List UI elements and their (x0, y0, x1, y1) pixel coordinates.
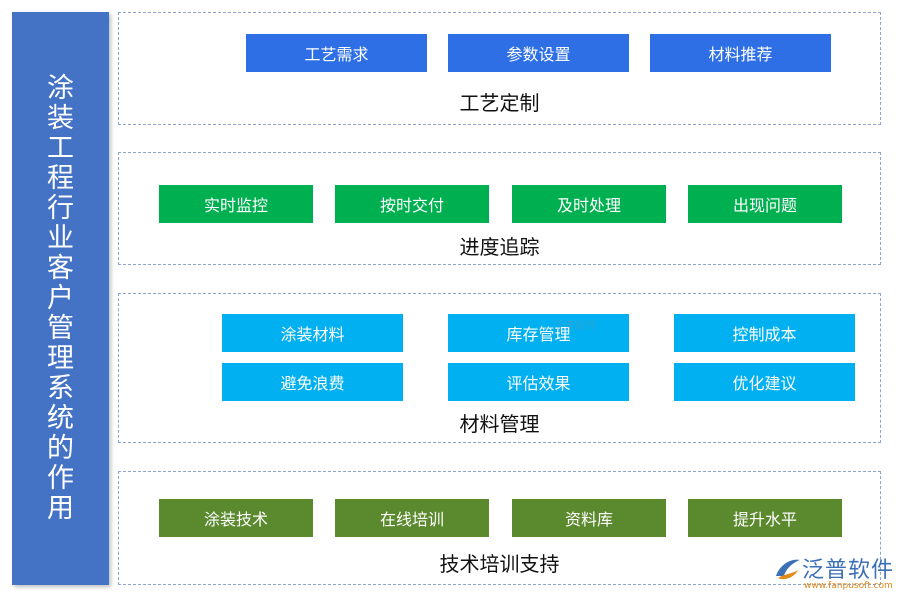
box-coating-technology: 涂装技术 (159, 499, 313, 537)
section-label-progress: 进度追踪 (459, 235, 540, 259)
box-coating-material: 涂装材料 (222, 314, 403, 352)
box-resource-library: 资料库 (512, 499, 666, 537)
section-label-training: 技术培训支持 (439, 552, 560, 576)
box-inventory-management: 库存管理 (448, 314, 629, 352)
section-process-customization: 工艺需求 参数设置 材料推荐 工艺定制 (118, 12, 881, 125)
box-optimization-advice: 优化建议 (674, 363, 855, 401)
section-label-material: 材料管理 (459, 412, 540, 436)
brand-logo-icon (776, 559, 800, 580)
box-problem-occurrence: 出现问题 (688, 185, 842, 223)
section-material-management: 涂装材料 库存管理 控制成本 避免浪费 评估效果 优化建议 材料管理 (118, 293, 881, 443)
box-ontime-delivery: 按时交付 (335, 185, 489, 223)
watermark: 泛普软件 (553, 319, 597, 332)
brand-logo-url: www.fanpusoft.com (804, 581, 893, 591)
box-timely-handling: 及时处理 (512, 185, 666, 223)
side-banner: 涂装工程行业客户管理系统的作用 (12, 12, 109, 585)
box-improve-level: 提升水平 (688, 499, 842, 537)
box-realtime-monitor: 实时监控 (159, 185, 313, 223)
section-technical-training: 涂装技术 在线培训 资料库 提升水平 技术培训支持 (118, 471, 881, 585)
side-title: 涂装工程行业客户管理系统的作用 (47, 72, 74, 524)
box-process-requirement: 工艺需求 (246, 34, 427, 72)
section-label-process: 工艺定制 (459, 91, 540, 115)
box-evaluate-effect: 评估效果 (448, 363, 629, 401)
box-avoid-waste: 避免浪费 (222, 363, 403, 401)
box-parameter-setting: 参数设置 (448, 34, 629, 72)
box-cost-control: 控制成本 (674, 314, 855, 352)
section-progress-tracking: 实时监控 按时交付 及时处理 出现问题 进度追踪 (118, 152, 881, 265)
brand-logo-name: 泛普软件 (802, 558, 895, 583)
box-online-training: 在线培训 (335, 499, 489, 537)
box-material-recommend: 材料推荐 (650, 34, 831, 72)
brand-logo: 泛普软件 www.fanpusoft.com (768, 550, 894, 594)
